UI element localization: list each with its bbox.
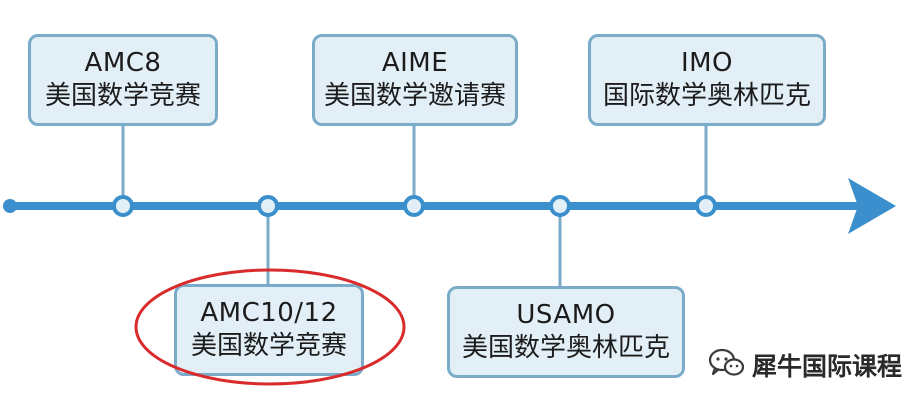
milestone-aime: AIME 美国数学邀请赛 [312,34,518,126]
milestone-usamo: USAMO 美国数学奥林匹克 [447,286,685,378]
node-amc8 [112,195,134,217]
milestone-imo: IMO 国际数学奥林匹克 [588,34,826,126]
milestone-title: AMC10/12 [200,298,338,328]
milestone-amc1012: AMC10/12 美国数学竞赛 [174,284,364,376]
milestone-subtitle: 国际数学奥林匹克 [602,81,811,111]
node-amc1012 [257,195,279,217]
milestone-amc8: AMC8 美国数学竞赛 [28,34,218,126]
milestone-title: IMO [680,48,734,78]
node-imo [695,195,717,217]
milestone-subtitle: 美国数学竞赛 [44,81,201,111]
timeline-arrowhead [848,178,896,234]
timeline-start-dot [3,199,17,213]
node-aime [403,195,425,217]
wechat-icon [708,348,746,382]
milestone-title: AIME [381,48,449,78]
watermark-text: 犀牛国际课程 [752,352,903,381]
milestone-subtitle: 美国数学竞赛 [190,331,347,361]
milestone-subtitle: 美国数学邀请赛 [323,81,506,111]
watermark: 犀牛国际课程 [708,348,902,382]
node-usamo [549,195,571,217]
milestone-subtitle: 美国数学奥林匹克 [461,333,670,363]
milestone-title: USAMO [516,300,616,330]
milestone-title: AMC8 [84,48,162,78]
